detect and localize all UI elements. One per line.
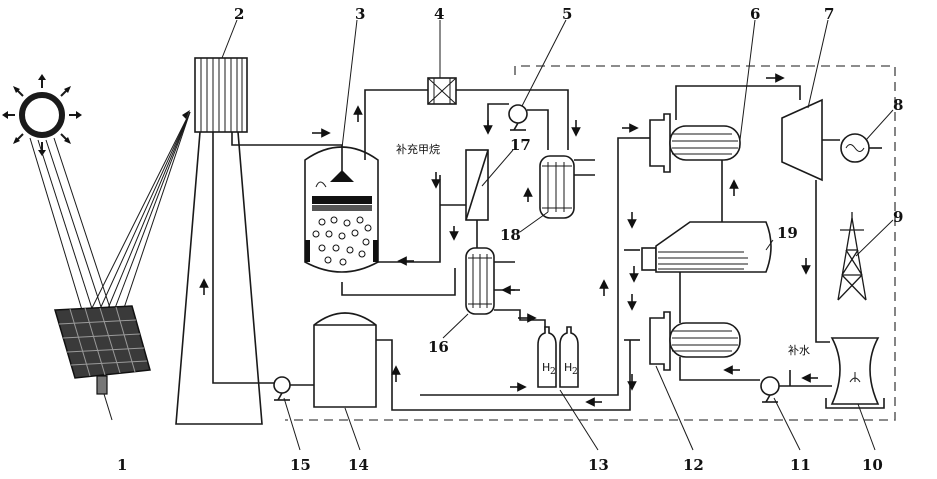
sun-icon: [2, 74, 82, 156]
num-3: 3: [355, 5, 365, 23]
tower-9: [838, 212, 866, 300]
generator-8: [841, 134, 882, 162]
heliostat-panel-icon: [55, 306, 150, 394]
num-8: 8: [893, 96, 903, 114]
num-17: 17: [510, 136, 531, 154]
superheater-19: [642, 222, 771, 272]
methane-supply-label: 补充甲烷: [396, 142, 440, 156]
num-4: 4: [434, 5, 444, 23]
solar-tower-receiver: [176, 58, 262, 424]
storage-tank-14: [314, 313, 376, 407]
num-7: 7: [824, 5, 834, 23]
num-15: 15: [290, 456, 311, 474]
num-16: 16: [428, 338, 449, 356]
num-2: 2: [234, 5, 244, 23]
num-12: 12: [683, 456, 704, 474]
condenser-18: [540, 156, 595, 218]
num-18: 18: [500, 226, 521, 244]
reflected-rays: [85, 112, 190, 322]
h2-sub-left: 2: [550, 367, 556, 377]
turbine-7: [782, 100, 840, 342]
h2-sub-right: 2: [572, 367, 578, 377]
steam-generator-12: [650, 312, 740, 370]
num-5: 5: [562, 5, 572, 23]
membrane-separator-17: [440, 150, 488, 220]
num-14: 14: [348, 456, 369, 474]
steam-generator-6: [650, 114, 740, 172]
cooling-tower-10: [826, 338, 884, 408]
tank-piping: [376, 138, 640, 410]
h2-cylinders-13: H 2 H 2: [538, 327, 578, 387]
pump-11: [761, 370, 832, 402]
num-19: 19: [777, 224, 798, 242]
valve-4: [428, 78, 456, 104]
pump-15: [274, 377, 314, 400]
reformer-reactor: [305, 147, 378, 272]
num-13: 13: [588, 456, 609, 474]
num-10: 10: [862, 456, 883, 474]
num-1: 1: [117, 456, 127, 474]
num-6: 6: [750, 5, 760, 23]
num-9: 9: [893, 208, 903, 226]
num-11: 11: [790, 456, 811, 474]
water-makeup-label: 补水: [788, 344, 810, 357]
